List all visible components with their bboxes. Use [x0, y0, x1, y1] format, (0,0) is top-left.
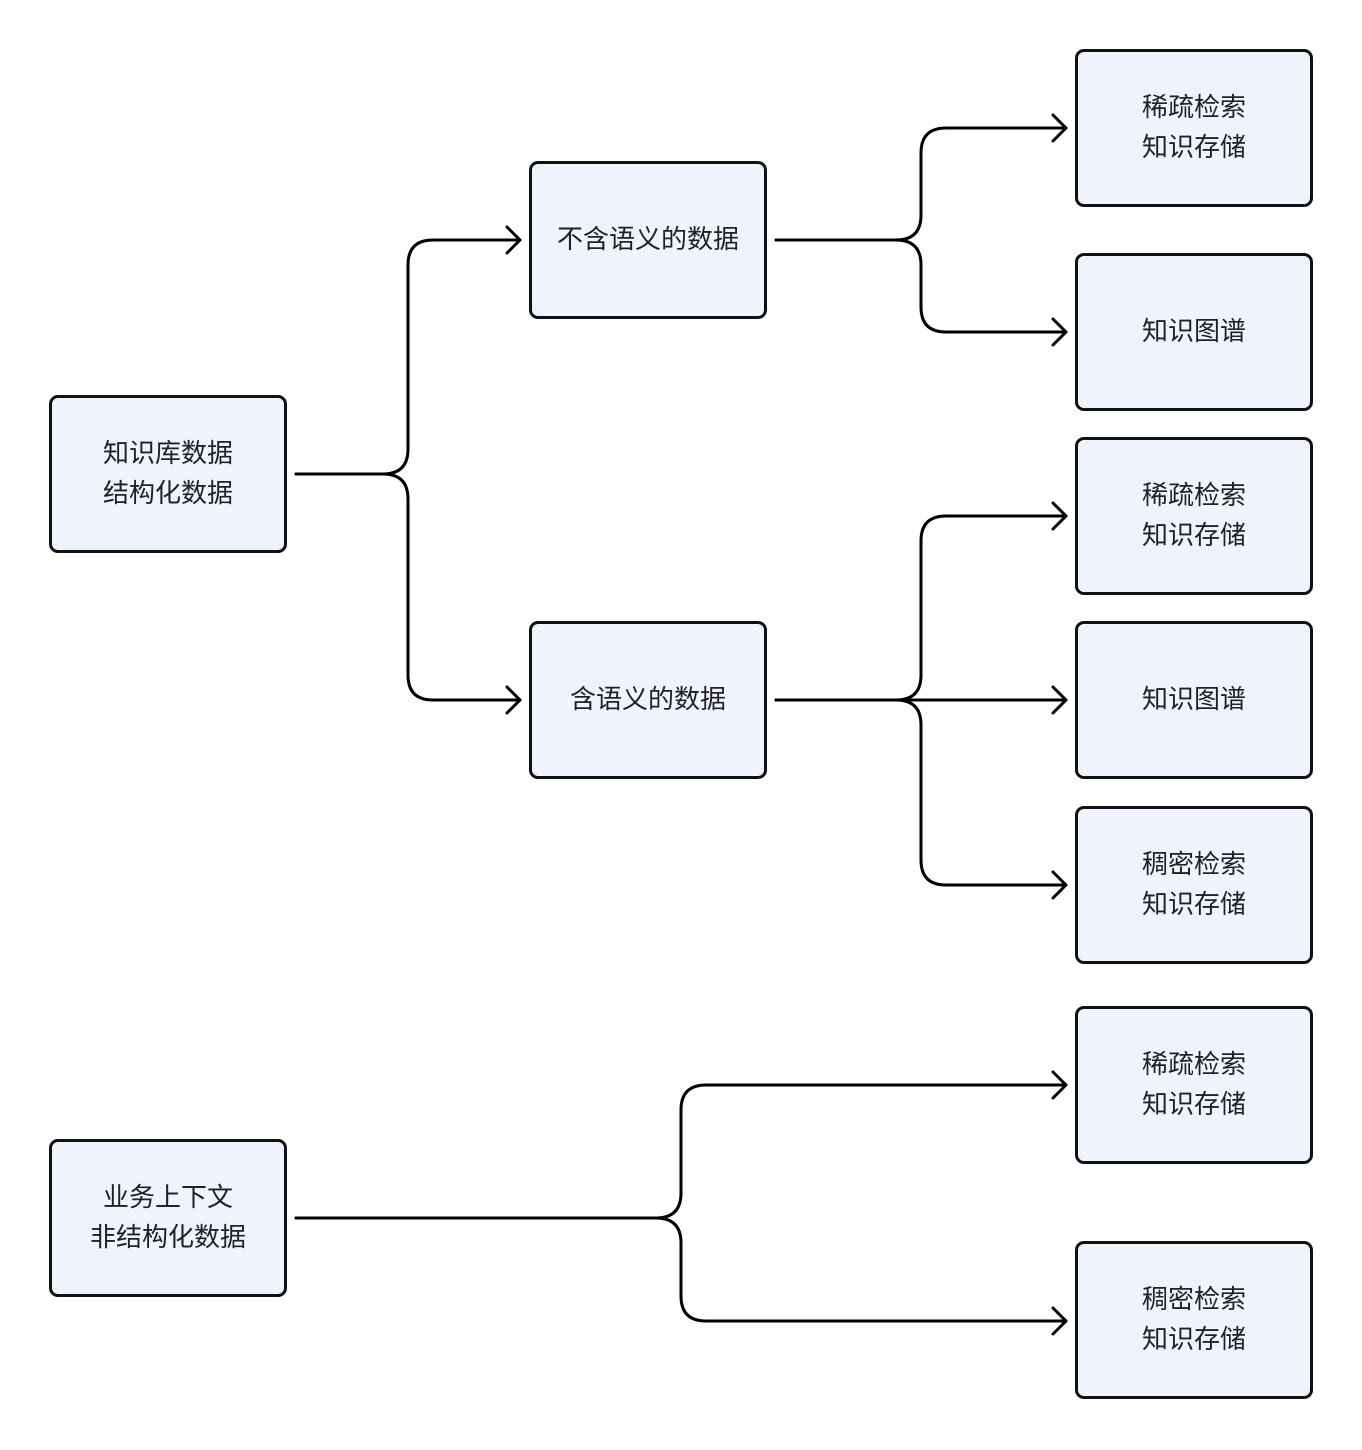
edge-sem-to-dense [774, 698, 1068, 887]
edge-biz-to-dense [294, 1216, 1068, 1323]
edge-kb-to-nonsem [294, 238, 522, 476]
edge-sem-to-dense-arrowhead [1051, 870, 1068, 900]
node-biz-dense-storage: 稠密检索 知识存储 [1075, 1241, 1313, 1399]
node-biz-sparse-storage: 稀疏检索 知识存储 [1075, 1006, 1313, 1164]
node-sem-sparse-storage: 稀疏检索 知识存储 [1075, 437, 1313, 595]
node-knowledge-base-data: 知识库数据 结构化数据 [49, 395, 287, 553]
node-sem-knowledge-graph: 知识图谱 [1075, 621, 1313, 779]
node-label: 不含语义的数据 [556, 225, 739, 255]
edge-sem-to-graph-arrowhead [1051, 685, 1068, 715]
node-semantic-data: 含语义的数据 [529, 621, 767, 779]
edge-nonsem-to-graph [774, 238, 1068, 334]
node-label: 稠密检索 知识存储 [1141, 1285, 1246, 1355]
edge-kb-to-sem-arrowhead [505, 685, 522, 715]
edge-biz-to-sparse [294, 1083, 1068, 1220]
node-nonsem-sparse-storage: 稀疏检索 知识存储 [1075, 49, 1313, 207]
node-label: 业务上下文 非结构化数据 [89, 1183, 246, 1253]
edge-sem-to-sparse-arrowhead [1051, 501, 1068, 531]
edge-nonsem-to-sparse-arrowhead [1051, 113, 1068, 143]
node-label: 稀疏检索 知识存储 [1141, 93, 1246, 163]
node-label: 稠密检索 知识存储 [1141, 850, 1246, 920]
node-label: 知识图谱 [1141, 685, 1246, 715]
edge-nonsem-to-graph-arrowhead [1051, 317, 1068, 347]
node-business-context-data: 业务上下文 非结构化数据 [49, 1139, 287, 1297]
node-nonsem-knowledge-graph: 知识图谱 [1075, 253, 1313, 411]
node-label: 稀疏检索 知识存储 [1141, 1050, 1246, 1120]
edge-biz-to-sparse-arrowhead [1051, 1070, 1068, 1100]
edge-kb-to-nonsem-arrowhead [505, 225, 522, 255]
edge-sem-to-sparse [774, 514, 1068, 702]
node-label: 知识图谱 [1141, 317, 1246, 347]
node-non-semantic-data: 不含语义的数据 [529, 161, 767, 319]
node-label: 知识库数据 结构化数据 [102, 439, 233, 509]
node-sem-dense-storage: 稠密检索 知识存储 [1075, 806, 1313, 964]
node-label: 稀疏检索 知识存储 [1141, 481, 1246, 551]
edge-biz-to-dense-arrowhead [1051, 1306, 1068, 1336]
edge-nonsem-to-sparse [774, 126, 1068, 242]
node-label: 含语义的数据 [569, 685, 726, 715]
edge-kb-to-sem [294, 472, 522, 702]
